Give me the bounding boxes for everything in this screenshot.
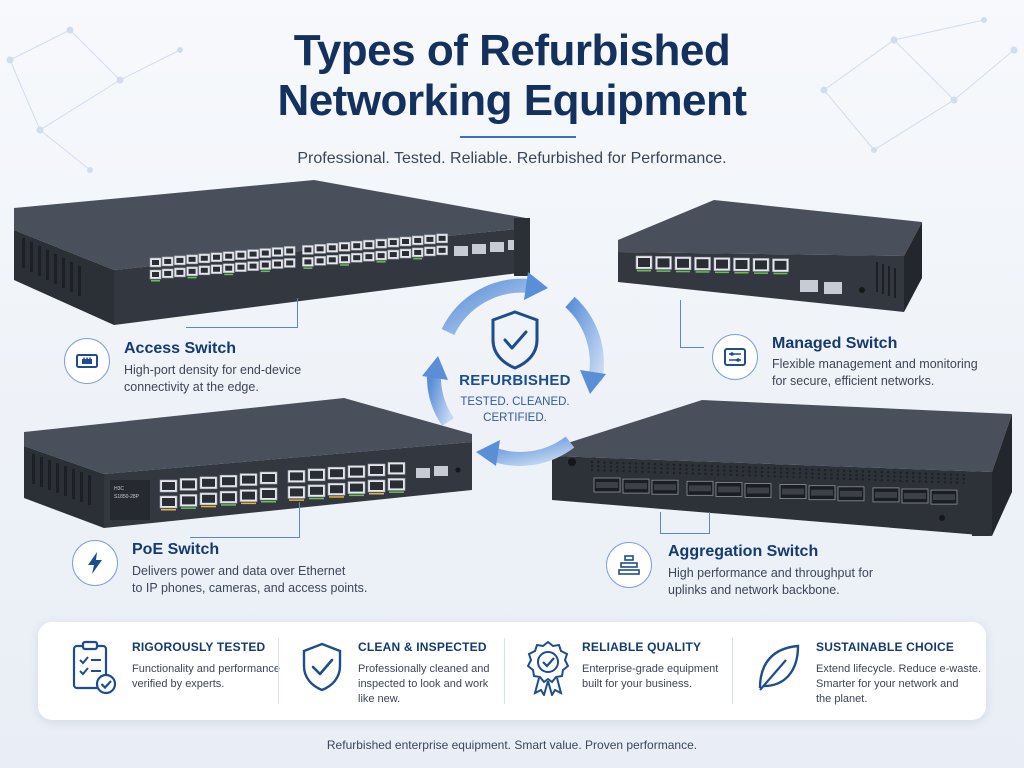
- benefit-description: Extend lifecycle. Reduce e-waste. Smarte…: [816, 662, 981, 707]
- managed-switch-icon-badge: [712, 334, 758, 380]
- shield-check-icon: [491, 310, 539, 370]
- benefits-bar: RIGOROUSLY TESTED Functionality and perf…: [38, 622, 986, 720]
- benefit-divider: [504, 638, 505, 704]
- access-switch-icon-badge: [64, 338, 110, 384]
- connector-poe: [190, 502, 300, 538]
- benefit-description-line-1: Extend lifecycle. Reduce e-waste.: [816, 663, 982, 675]
- award-badge-icon: [526, 640, 570, 696]
- poe-switch-description-line-1: Delivers power and data over Ethernet: [132, 564, 346, 578]
- benefit-description-line-2: built for your business.: [582, 678, 693, 690]
- benefit-description-line-2: Smarter for your network and: [816, 678, 959, 690]
- aggregation-switch-description-line-2: uplinks and network backbone.: [668, 583, 840, 597]
- poe-switch-description: Delivers power and data over Ethernet to…: [132, 563, 367, 597]
- network-nodes-decoration-left: [6, 26, 183, 173]
- aggregation-switch-icon-badge: [606, 542, 652, 588]
- stack-icon: [618, 555, 640, 575]
- checklist-icon: [72, 640, 117, 695]
- managed-switch-title: Managed Switch: [772, 335, 898, 352]
- leaf-icon: [758, 644, 800, 691]
- benefit-title: CLEAN & INSPECTED: [358, 640, 487, 654]
- managed-switch-description: Flexible management and monitoring for s…: [772, 356, 978, 390]
- benefit-title: RIGOROUSLY TESTED: [132, 640, 266, 654]
- benefit-clean-inspected: CLEAN & INSPECTED Professionally cleaned…: [300, 622, 510, 720]
- center-sublabel-line-1: TESTED. CLEANED.: [460, 396, 570, 408]
- sliders-icon: [724, 348, 746, 366]
- benefit-title: RELIABLE QUALITY: [582, 640, 702, 654]
- benefit-description-line-1: Enterprise-grade equipment: [582, 663, 719, 675]
- poe-switch-description-line-2: to IP phones, cameras, and access points…: [132, 581, 368, 595]
- poe-switch-icon-badge: [72, 540, 118, 586]
- benefit-description: Enterprise-grade equipment built for you…: [582, 662, 718, 692]
- poe-label-line1: H3C: [114, 486, 124, 492]
- managed-switch-image: [614, 200, 926, 316]
- access-switch-title: Access Switch: [124, 340, 237, 357]
- poe-switch-title: PoE Switch: [132, 541, 220, 558]
- benefit-rigorously-tested: RIGOROUSLY TESTED Functionality and perf…: [70, 622, 290, 720]
- benefit-reliable-quality: RELIABLE QUALITY Enterprise-grade equipm…: [526, 622, 736, 720]
- access-switch-image: [14, 180, 530, 325]
- title-underline: [460, 136, 576, 138]
- ethernet-port-icon: [76, 354, 98, 368]
- connector-aggregation: [660, 512, 710, 534]
- access-switch-description-line-1: High-port density for end-device: [124, 363, 302, 377]
- center-sublabel: TESTED. CLEANED. CERTIFIED.: [410, 394, 620, 426]
- benefit-description-line-3: the planet.: [816, 693, 868, 705]
- page-title-line-2: Networking Equipment: [277, 76, 747, 125]
- page-title: Types of Refurbished Networking Equipmen…: [0, 26, 1024, 126]
- refurbished-cycle-badge: [422, 272, 606, 466]
- managed-switch-description-line-1: Flexible management and monitoring: [772, 357, 978, 371]
- center-label: REFURBISHED: [459, 372, 571, 389]
- benefit-description-line-1: Professionally cleaned and: [358, 663, 490, 675]
- poe-switch-image: H3C S1850-28P: [24, 398, 476, 530]
- page-title-line-1: Types of Refurbished: [293, 26, 731, 75]
- benefit-description-line-1: Functionality and performance: [132, 663, 280, 675]
- aggregation-switch-description: High performance and throughput for upli…: [668, 565, 873, 599]
- benefit-title: SUSTAINABLE CHOICE: [816, 640, 955, 654]
- connector-managed: [680, 300, 704, 348]
- benefit-divider: [732, 638, 733, 704]
- benefit-description-line-2: inspected to look and work: [358, 678, 489, 690]
- benefit-description: Professionally cleaned and inspected to …: [358, 662, 489, 707]
- benefit-sustainable-choice: SUSTAINABLE CHOICE Extend lifecycle. Red…: [754, 622, 981, 720]
- benefit-description-line-3: like new.: [358, 693, 401, 705]
- aggregation-switch-description-line-1: High performance and throughput for: [668, 566, 873, 580]
- shield-check-icon: [302, 642, 342, 692]
- footer-tagline: Refurbished enterprise equipment. Smart …: [326, 738, 698, 752]
- access-switch-description: High-port density for end-device connect…: [124, 362, 301, 396]
- managed-switch-description-line-2: for secure, efficient networks.: [772, 374, 935, 388]
- benefit-divider: [278, 638, 279, 704]
- network-nodes-decoration-right: [820, 17, 1018, 153]
- center-sublabel-line-2: CERTIFIED.: [483, 412, 547, 424]
- lightning-icon: [88, 552, 102, 574]
- aggregation-switch-image: [552, 400, 1016, 540]
- page-subtitle: Professional. Tested. Reliable. Refurbis…: [297, 150, 727, 167]
- benefit-description: Functionality and performance verified b…: [132, 662, 280, 692]
- access-switch-description-line-2: connectivity at the edge.: [124, 380, 259, 394]
- connector-access: [186, 298, 298, 328]
- benefit-description-line-2: verified by experts.: [132, 678, 225, 690]
- aggregation-switch-title: Aggregation Switch: [668, 543, 819, 560]
- poe-label-line2: S1850-28P: [114, 494, 140, 500]
